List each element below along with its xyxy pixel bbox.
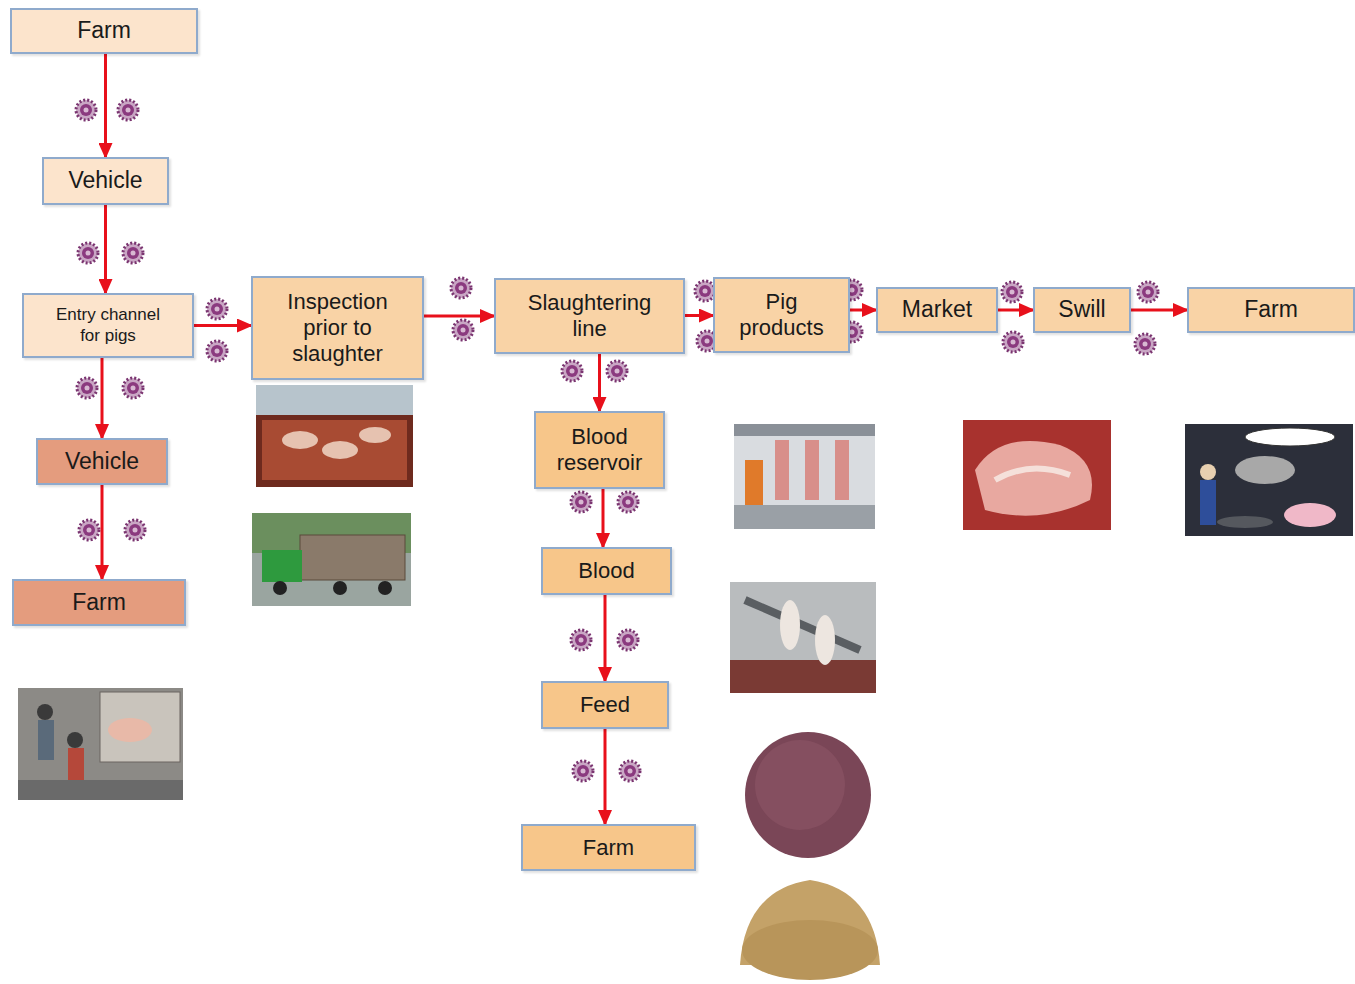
photo-pigs-in-truck [256,385,413,487]
flow-arrow [101,485,104,579]
flow-arrow [602,489,605,547]
process-box: Farm [12,579,186,626]
process-box: Inspection prior to slaughter [251,276,424,380]
process-box: Vehicle [42,157,169,205]
process-box: Swill [1033,287,1131,333]
box-label: Farm [24,589,174,616]
flow-arrow [194,324,251,327]
flow-arrow [850,309,876,312]
feed-pellets-picture [740,880,880,980]
blood-powder-picture [745,732,871,858]
box-label: Blood reservoir [546,424,653,476]
box-label: Market [886,296,988,323]
process-box: Pig products [713,277,850,353]
process-box: Market [876,287,998,333]
flow-arrow [998,309,1033,312]
process-box: Vehicle [36,438,168,485]
photo-slaughter-hall [730,582,876,693]
photo-carcass-line [734,424,875,529]
process-box: Entry channel for pigs [22,293,194,358]
box-label: Blood [553,558,660,584]
process-box: Farm [1187,287,1355,333]
photo-livestock-truck [252,513,411,606]
box-label: Feed [553,692,657,718]
flow-arrow [685,314,713,317]
process-box: Blood [541,547,672,595]
swill-feeding-cartoon [1185,424,1353,536]
flow-arrow [598,354,601,411]
box-label: Farm [22,17,186,44]
flow-arrow [424,315,494,318]
box-label: Farm [533,835,684,861]
box-label: Vehicle [48,448,156,475]
process-box: Farm [10,8,198,54]
box-label: Inspection prior to slaughter [275,289,400,367]
photo-pork-meat [963,420,1111,530]
box-label: Vehicle [54,167,157,194]
process-box: Farm [521,824,696,871]
flow-arrow [604,595,607,681]
process-box: Feed [541,681,669,729]
photo-unloading-pigs [18,688,183,800]
process-box: Blood reservoir [534,411,665,489]
process-box: Slaughtering line [494,278,685,354]
box-label: Slaughtering line [516,290,663,342]
virus-icons [76,100,1158,781]
box-label: Entry channel for pigs [49,305,167,345]
flow-arrow [104,54,107,157]
flow-arrow [604,729,607,824]
box-label: Farm [1199,296,1343,323]
flow-arrow [1131,309,1187,312]
box-label: Swill [1043,296,1121,323]
flow-arrow [104,205,107,293]
box-label: Pig products [730,289,833,341]
flow-arrow [101,358,104,438]
